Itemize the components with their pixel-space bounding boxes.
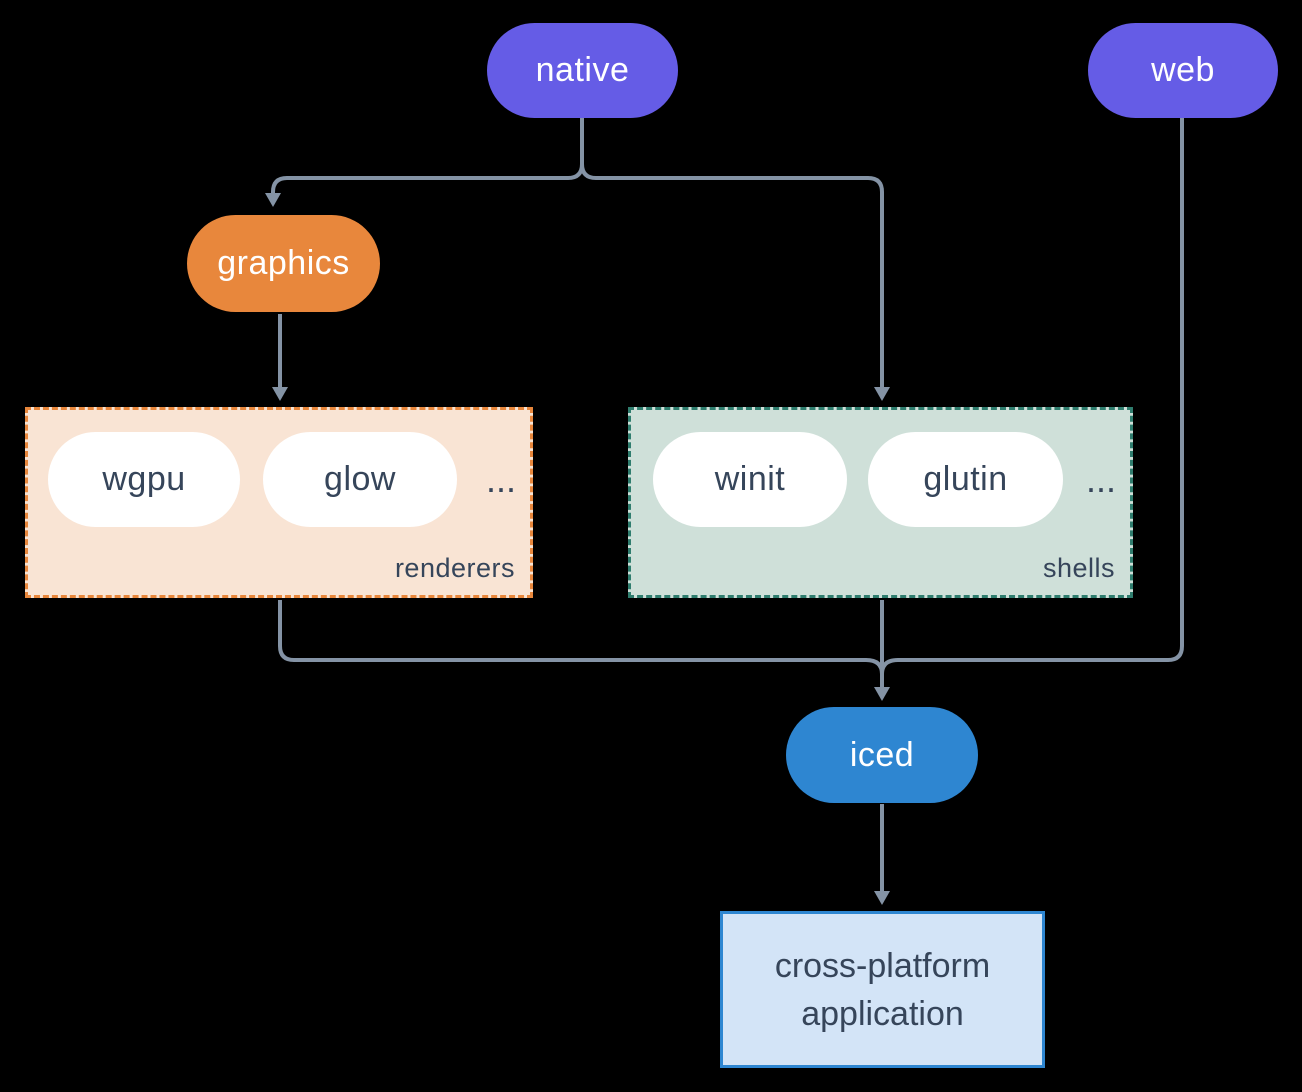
arrowhead-into-shells xyxy=(874,387,890,401)
shells-group-box: winit glutin ... shells xyxy=(628,407,1133,598)
node-glutin-label: glutin xyxy=(923,460,1008,498)
connector-native-to-graphics xyxy=(271,118,584,195)
node-graphics: graphics xyxy=(187,215,380,312)
renderers-ellipsis: ... xyxy=(485,458,516,500)
shells-group-label: shells xyxy=(1042,553,1115,583)
node-glow-label: glow xyxy=(324,460,396,498)
node-native: native xyxy=(487,23,678,118)
arrowhead-into-renderers xyxy=(272,387,288,401)
node-winit: winit xyxy=(653,432,847,527)
application-label-line1: cross-platform xyxy=(774,946,991,985)
arrowhead-into-graphics xyxy=(265,193,281,207)
application-box: cross-platform application xyxy=(720,911,1045,1068)
shells-ellipsis: ... xyxy=(1085,458,1116,500)
application-label-line2: application xyxy=(801,994,964,1033)
connector-renderers-to-merge xyxy=(278,600,884,675)
node-wgpu-label: wgpu xyxy=(102,460,186,498)
node-iced-label: iced xyxy=(849,735,915,774)
node-winit-label: winit xyxy=(714,460,786,498)
node-glutin: glutin xyxy=(868,432,1063,527)
node-web: web xyxy=(1088,23,1278,118)
renderers-group-box: wgpu glow ... renderers xyxy=(25,407,533,598)
connector-native-to-shells xyxy=(580,163,884,389)
node-web-label: web xyxy=(1151,51,1215,89)
arrowhead-into-application xyxy=(874,891,890,905)
renderers-group-label: renderers xyxy=(394,553,515,583)
node-wgpu: wgpu xyxy=(48,432,240,527)
node-iced: iced xyxy=(786,707,978,803)
node-native-label: native xyxy=(535,51,630,89)
node-glow: glow xyxy=(263,432,457,527)
arrowhead-into-iced xyxy=(874,687,890,701)
node-graphics-label: graphics xyxy=(217,244,350,282)
